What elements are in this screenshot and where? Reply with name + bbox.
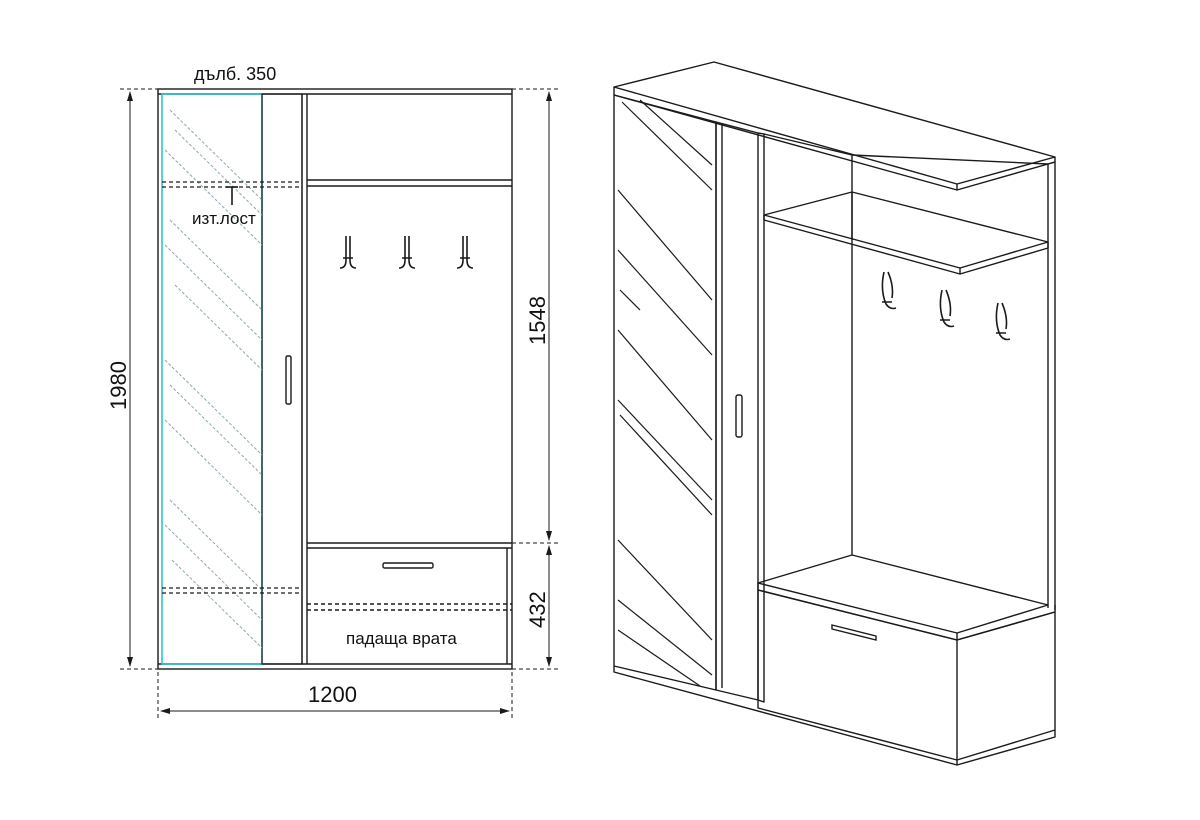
dim-width: 1200 (308, 682, 357, 707)
perspective-flap-handle (831, 624, 877, 641)
hook-icon (339, 236, 357, 269)
depth-label: дълб. 350 (194, 64, 276, 84)
dim-height-total: 1980 (106, 361, 131, 410)
hooks-front (339, 236, 474, 269)
perspective-door-handle (735, 394, 743, 438)
flap-door-label: падаща врата (346, 629, 457, 648)
door-handle (285, 355, 292, 405)
front-carcass (157, 88, 513, 670)
rod-label: изт.лост (192, 209, 256, 228)
perspective-mirror (617, 99, 713, 687)
hook-icon (398, 236, 416, 269)
mirror-door (161, 93, 303, 665)
dim-height-lower: 432 (525, 591, 550, 628)
hooks-perspective (881, 271, 1011, 341)
hook-icon (881, 271, 897, 310)
dimension-lines (120, 88, 560, 720)
front-view (157, 88, 513, 670)
perspective-view (613, 61, 1056, 766)
flap-handle (382, 562, 434, 569)
rod-marker (226, 186, 238, 205)
dim-height-upper: 1548 (525, 296, 550, 345)
hook-icon (456, 236, 474, 269)
hook-icon (939, 289, 955, 328)
hook-icon (995, 302, 1011, 341)
